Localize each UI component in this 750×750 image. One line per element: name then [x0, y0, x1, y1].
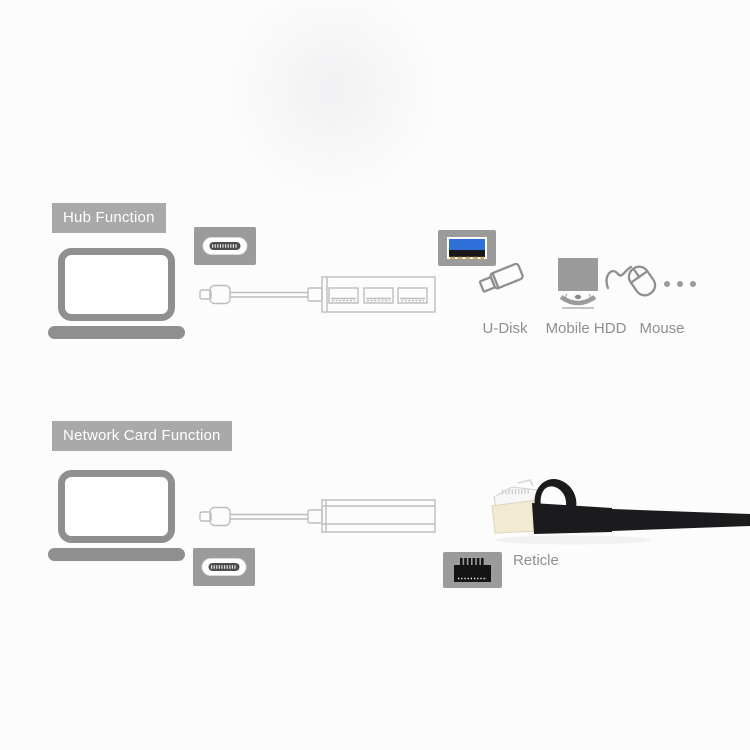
laptop-icon: [48, 248, 185, 339]
ethernet-cable-icon: [491, 478, 750, 545]
ethernet-adapter-illustration: [199, 499, 436, 533]
usb-a-3.0-port-icon: [438, 230, 496, 266]
laptop-icon: [48, 470, 185, 561]
mouse-icon: [605, 265, 657, 297]
hub-function-label: Hub Function: [52, 203, 166, 233]
usb-hub-illustration: [199, 276, 436, 313]
usb-c-port-icon: [194, 227, 256, 265]
usb-c-port-icon: [193, 548, 255, 586]
u-disk-caption: U-Disk: [482, 320, 528, 337]
network-card-function-label: Network Card Function: [52, 421, 232, 451]
mobile-hdd-icon: [558, 258, 598, 309]
usb-a-socket-icon: [363, 287, 394, 304]
usb-a-socket-icon: [397, 287, 428, 304]
mobile-hdd-caption: Mobile HDD: [545, 320, 627, 337]
reticle-caption: Reticle: [513, 552, 559, 569]
ellipsis-icon: [664, 281, 696, 287]
u-disk-icon: [478, 262, 524, 293]
background-smudge: [225, 0, 440, 200]
rj45-port-icon: [443, 552, 502, 588]
usb-a-socket-icon: [328, 287, 359, 304]
mouse-caption: Mouse: [639, 320, 685, 337]
